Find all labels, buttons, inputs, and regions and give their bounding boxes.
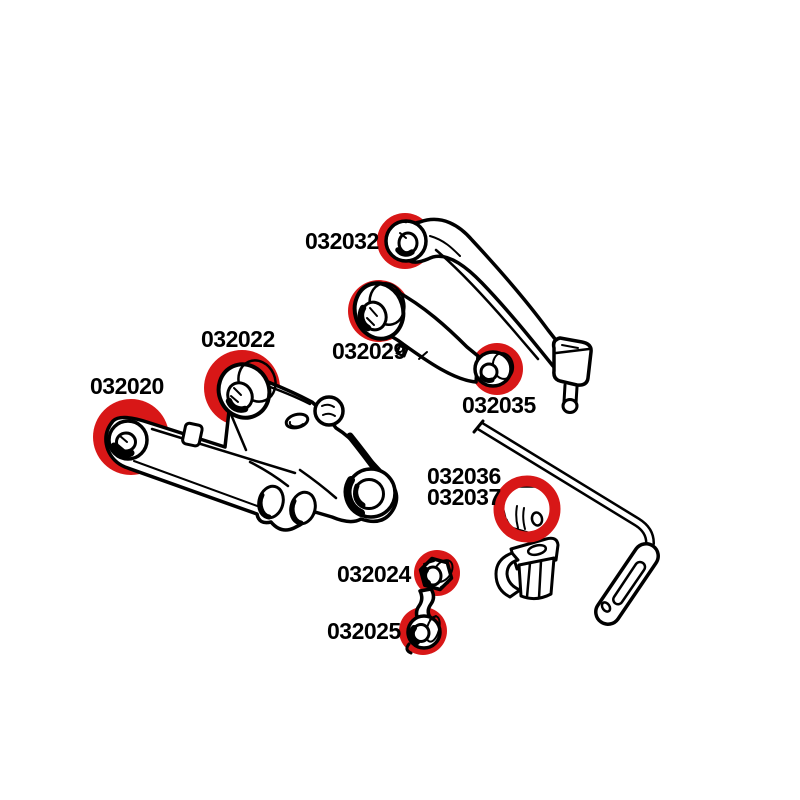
highlight-ring-032036-032037 <box>493 475 561 543</box>
part-label-032024: 032024 <box>337 561 411 587</box>
part-label-032036: 032036 <box>427 463 501 489</box>
part-label-032032: 032032 <box>305 228 379 254</box>
upper-camber-arm-drawing <box>384 217 593 414</box>
anti-roll-bar-drawing <box>472 419 660 626</box>
part-label-032025: 032025 <box>327 618 401 644</box>
drop-link-drawing <box>405 556 454 655</box>
arb-bracket-drawing <box>494 536 560 601</box>
ball-joint <box>551 336 593 387</box>
toe-arm-drawing <box>352 281 515 388</box>
part-label-032020: 032020 <box>90 373 164 399</box>
part-label-032037: 032037 <box>427 484 501 510</box>
arb-bushing-drawing <box>493 475 561 543</box>
lower-arm-drawing <box>104 359 399 532</box>
part-label-032029: 032029 <box>332 338 406 364</box>
part-label-032022: 032022 <box>201 326 275 352</box>
part-label-032035: 032035 <box>462 392 536 418</box>
